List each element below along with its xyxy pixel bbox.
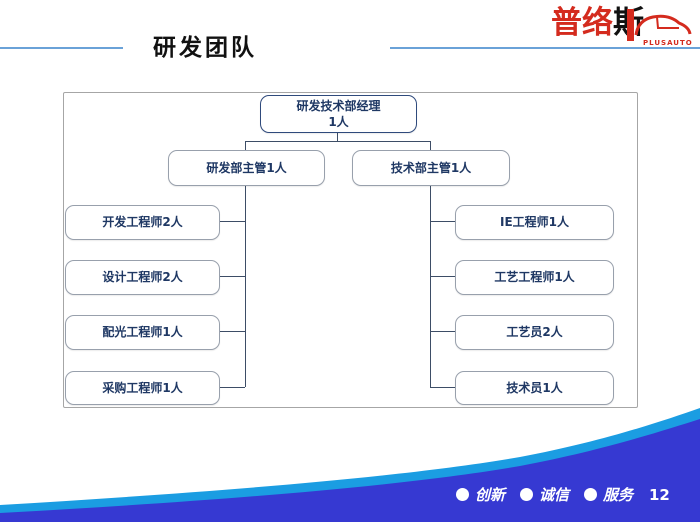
bullet-icon (456, 488, 469, 501)
node-rd-tech-manager: 研发技术部经理 1人 (260, 95, 417, 133)
node-label: 设计工程师2人 (102, 270, 183, 285)
connector-line (218, 331, 245, 332)
connector-line (430, 184, 431, 387)
node-ie-engineer: IE工程师1人 (455, 205, 614, 240)
node-count: 1人 (328, 115, 349, 129)
motto-item: 诚信 (520, 484, 569, 505)
node-process-staff: 工艺员2人 (455, 315, 614, 350)
page-number: 12 (649, 486, 670, 504)
node-light-distribution-engineer: 配光工程师1人 (65, 315, 220, 350)
logo-char: 络 (582, 5, 613, 41)
connector-line (430, 221, 455, 222)
connector-line (430, 276, 455, 277)
node-tech-supervisor: 技术部主管1人 (352, 150, 510, 186)
node-label: 开发工程师2人 (102, 215, 183, 230)
connector-line (218, 221, 245, 222)
node-rd-supervisor: 研发部主管1人 (168, 150, 325, 186)
logo-char: 普 (551, 5, 582, 41)
title-underline-left (0, 47, 123, 49)
node-design-engineer: 设计工程师2人 (65, 260, 220, 295)
footer-motto-list: 创新 诚信 服务 (456, 484, 633, 505)
node-label: 配光工程师1人 (102, 325, 183, 340)
connector-line (430, 331, 455, 332)
motto-label: 创新 (475, 486, 506, 504)
motto-item: 服务 (584, 484, 633, 505)
node-dev-engineer: 开发工程师2人 (65, 205, 220, 240)
bullet-icon (584, 488, 598, 501)
node-label: 研发技术部经理 (296, 98, 381, 113)
node-label: 技术员1人 (506, 380, 563, 395)
connector-line (430, 141, 431, 150)
connector-line (218, 276, 245, 277)
node-label: 工艺工程师1人 (494, 270, 575, 285)
connector-line (337, 131, 338, 141)
brand-logo: 普络斯 PLUSAUTO (551, 6, 697, 50)
connector-line (430, 387, 455, 388)
brand-logo-subtext: PLUSAUTO (643, 39, 693, 47)
org-chart-frame (63, 92, 638, 408)
node-label: 采购工程师1人 (102, 380, 183, 395)
page-title: 研发团队 (153, 35, 257, 61)
motto-label: 服务 (603, 486, 634, 504)
node-process-engineer: 工艺工程师1人 (455, 260, 614, 295)
title-underline-right (390, 47, 700, 49)
car-icon (627, 9, 692, 41)
connector-line (245, 141, 431, 142)
node-label: 研发部主管1人 (206, 160, 287, 175)
bullet-icon (520, 488, 534, 501)
motto-label: 诚信 (539, 486, 570, 504)
node-technician: 技术员1人 (455, 371, 614, 405)
motto-item: 创新 (456, 484, 505, 505)
node-purchasing-engineer: 采购工程师1人 (65, 371, 220, 405)
connector-line (245, 184, 246, 387)
connector-line (218, 387, 245, 388)
connector-line (245, 141, 246, 150)
node-label: IE工程师1人 (499, 215, 569, 230)
node-label: 技术部主管1人 (390, 160, 472, 175)
node-label: 工艺员2人 (506, 325, 563, 340)
